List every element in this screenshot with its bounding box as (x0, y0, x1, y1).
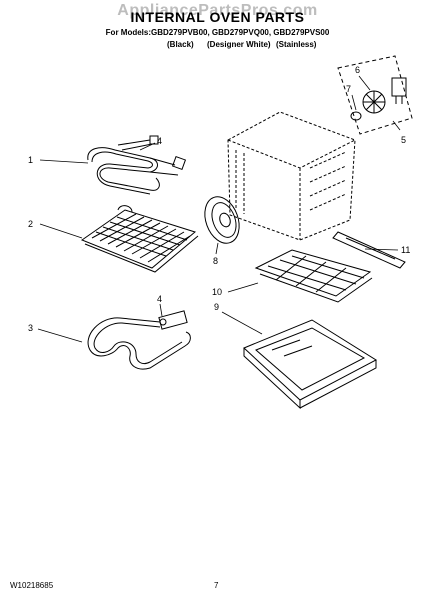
callout-10: 10 (212, 287, 223, 297)
part-5-convection-fan-assembly (337, 55, 413, 135)
part-11-rack-guide (332, 231, 406, 269)
callout-9: 9 (214, 302, 220, 312)
leader-6 (358, 75, 371, 91)
leader-9 (221, 311, 263, 335)
part-1-broil-element (87, 135, 187, 195)
callout-2: 2 (28, 219, 34, 229)
part-3-bake-element (87, 310, 191, 370)
leader-11 (364, 248, 399, 251)
leader-4-lower (159, 303, 163, 317)
part-9-broil-pan (243, 319, 378, 410)
leader-10 (227, 282, 259, 293)
callout-1: 1 (28, 155, 34, 165)
callout-6: 6 (355, 65, 361, 75)
variant-stainless: (Stainless) (276, 40, 317, 49)
leader-4-upper (139, 142, 156, 151)
leader-1 (39, 159, 89, 164)
part-10-broil-pan-grid (254, 249, 373, 303)
document-number: W10218685 (10, 581, 54, 590)
callout-5: 5 (401, 135, 407, 145)
callout-3: 3 (28, 323, 34, 333)
variant-designer-white: (Designer White) (207, 40, 271, 49)
callout-4-lower: 4 (157, 294, 163, 304)
page-title: INTERNAL OVEN PARTS (130, 9, 305, 25)
callout-11: 11 (401, 245, 411, 255)
leader-5 (392, 120, 401, 131)
oven-cavity-liner (227, 111, 356, 241)
callout-8: 8 (213, 256, 219, 266)
callout-4-upper: 4 (157, 136, 163, 146)
part-8-fan-cover (204, 196, 240, 244)
variant-black: (Black) (167, 40, 194, 49)
callout-7: 7 (346, 84, 352, 94)
watermark-text: AppliancePartsPros.com (117, 2, 318, 19)
leader-2 (39, 223, 83, 239)
leader-8 (215, 242, 219, 255)
models-line: For Models:GBD279PVB00, GBD279PVQ00, GBD… (105, 28, 330, 37)
part-2-oven-rack (80, 205, 199, 273)
leader-7 (351, 94, 357, 111)
page-number: 7 (214, 581, 219, 590)
leader-3 (37, 328, 83, 343)
